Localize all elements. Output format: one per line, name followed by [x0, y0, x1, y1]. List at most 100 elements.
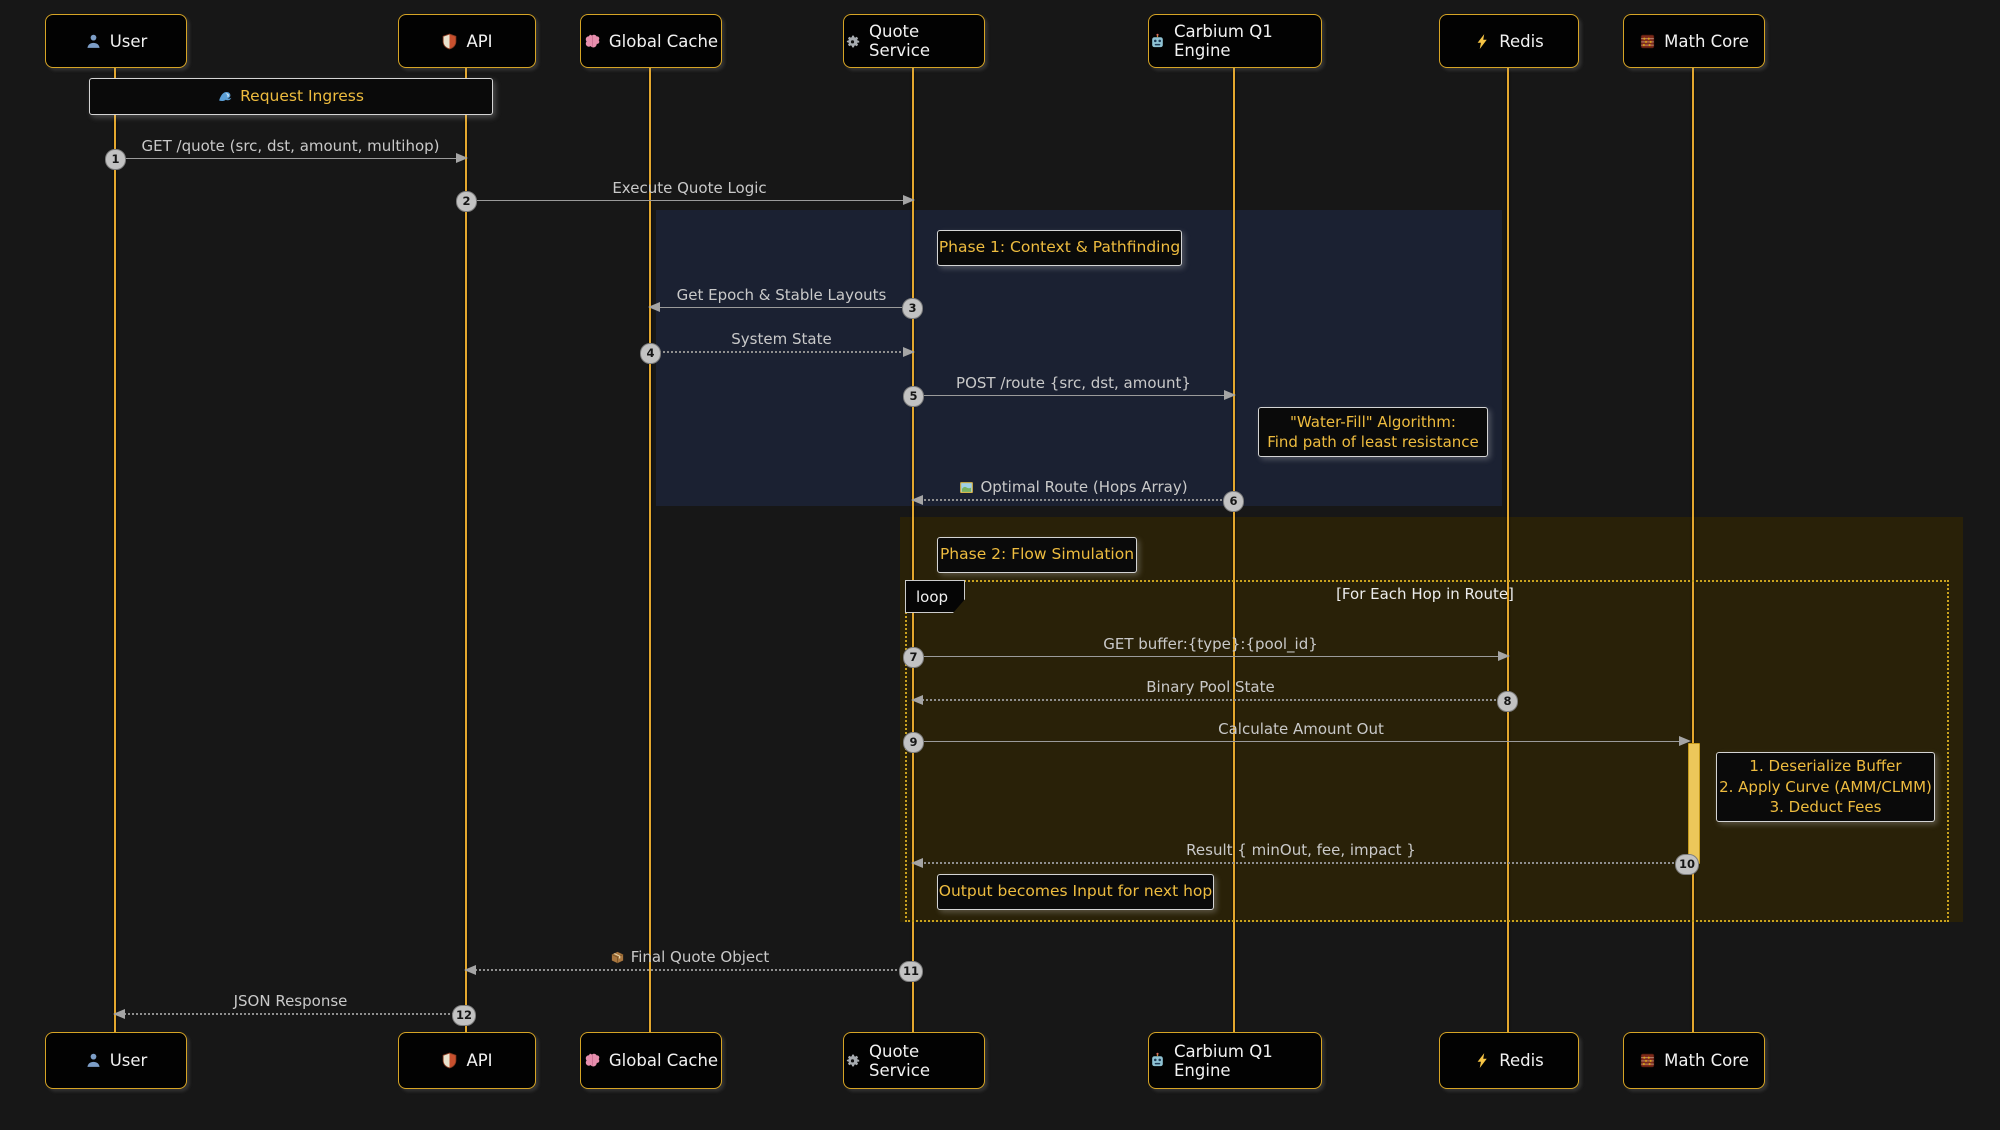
- message-arrow: 4: [640, 342, 915, 364]
- sequence-number: 2: [456, 190, 477, 212]
- map-icon: [959, 480, 974, 495]
- arrowhead-icon: [911, 857, 923, 868]
- message-arrow: 8: [911, 690, 1518, 712]
- message-arrow: 3: [648, 297, 923, 319]
- message-8-binary-pool-state: Binary Pool State 8: [911, 677, 1518, 712]
- participant-api-top: API: [398, 14, 536, 68]
- loop-frame: [905, 580, 1949, 922]
- sequence-number: 8: [1497, 690, 1518, 712]
- arrowhead-icon: [464, 964, 476, 975]
- message-arrow: 6: [911, 490, 1244, 512]
- message-4-system-state: System State 4: [640, 329, 915, 364]
- loop-label: loop: [915, 587, 949, 606]
- shield-icon: [441, 1052, 458, 1069]
- message-label: Execute Quote Logic: [612, 179, 767, 197]
- message-10-result: Result { minOut, fee, impact } 10: [911, 840, 1699, 875]
- lightning-icon: [1474, 1052, 1491, 1069]
- arrowhead-icon: [648, 301, 660, 312]
- message-arrow: 10: [911, 853, 1699, 875]
- gear-icon: [844, 33, 861, 50]
- participant-label: User: [109, 31, 148, 51]
- message-arrow: 7: [903, 646, 1510, 668]
- lifeline-redis: [1507, 68, 1509, 1032]
- participant-api-bottom: API: [398, 1032, 536, 1089]
- brain-icon: [584, 33, 601, 50]
- sequence-number: 4: [640, 342, 661, 364]
- user-icon: [85, 33, 102, 50]
- gear-icon: [844, 1052, 861, 1069]
- note-phase1: Phase 1: Context & Pathfinding: [937, 230, 1182, 266]
- participant-label: Quote Service: [869, 22, 930, 60]
- message-label: Result { minOut, fee, impact }: [1186, 841, 1416, 859]
- participant-redis-top: Redis: [1439, 14, 1579, 68]
- loop-title: [For Each Hop in Route]: [1336, 585, 1514, 603]
- sequence-number: 7: [903, 646, 924, 668]
- participant-label: Carbium Q1 Engine: [1174, 22, 1273, 60]
- message-2-execute-quote-logic: Execute Quote Logic 2: [456, 178, 915, 212]
- brain-icon: [584, 1052, 601, 1069]
- participant-label: Global Cache: [608, 31, 719, 51]
- message-arrow: 2: [456, 190, 915, 212]
- participant-math-core-bottom: Math Core: [1623, 1032, 1765, 1089]
- sequence-number: 10: [1674, 853, 1699, 875]
- robot-icon: [1149, 1052, 1166, 1069]
- arrowhead-icon: [903, 346, 915, 357]
- sequence-number: 5: [903, 385, 924, 407]
- participant-quote-service-top: Quote Service: [843, 14, 985, 68]
- lifeline-quote-service: [912, 68, 914, 1032]
- participant-math-core-top: Math Core: [1623, 14, 1765, 68]
- lifeline-math-core: [1692, 68, 1694, 1032]
- participant-label: Global Cache: [608, 1051, 719, 1070]
- arrowhead-icon: [456, 152, 468, 163]
- sequence-number: 12: [451, 1004, 476, 1026]
- message-12-json-response: JSON Response 12: [113, 991, 476, 1026]
- note-output-next-hop: Output becomes Input for next hop: [937, 874, 1214, 910]
- participant-label: Redis: [1499, 31, 1544, 51]
- participant-redis-bottom: Redis: [1439, 1032, 1579, 1089]
- loop-label-tab: loop: [905, 580, 965, 613]
- sequence-number: 11: [898, 960, 923, 982]
- robot-icon: [1149, 33, 1166, 50]
- wave-icon: [218, 89, 233, 104]
- participant-label: Quote Service: [869, 1041, 930, 1080]
- participant-label: Math Core: [1664, 1051, 1749, 1070]
- participant-label: API: [466, 31, 493, 51]
- message-6-optimal-route: Optimal Route (Hops Array) 6: [911, 477, 1244, 512]
- message-7-get-buffer: GET buffer:{type}:{pool_id} 7: [903, 634, 1510, 668]
- participant-label: API: [466, 1051, 493, 1070]
- lifeline-global-cache: [649, 68, 651, 1032]
- message-label: Calculate Amount Out: [1218, 720, 1384, 738]
- message-arrow: 12: [113, 1004, 476, 1026]
- sequence-number: 9: [903, 731, 924, 753]
- shield-icon: [441, 33, 458, 50]
- lifeline-user: [114, 68, 116, 1032]
- lifeline-carbium: [1233, 68, 1235, 1032]
- note-request-ingress: Request Ingress: [89, 78, 493, 115]
- participant-label: Carbium Q1 Engine: [1174, 1041, 1273, 1080]
- message-arrow: 5: [903, 385, 1236, 407]
- message-5-post-route: POST /route {src, dst, amount} 5: [903, 373, 1236, 407]
- lifeline-api: [465, 68, 467, 1032]
- activation-bar-math-core: [1688, 743, 1700, 864]
- message-label: Binary Pool State: [1146, 678, 1275, 696]
- abacus-icon: [1639, 1052, 1656, 1069]
- message-label: GET buffer:{type}:{pool_id}: [1103, 635, 1318, 653]
- arrowhead-icon: [1679, 735, 1691, 746]
- arrowhead-icon: [911, 694, 923, 705]
- participant-global-cache-bottom: Global Cache: [580, 1032, 722, 1089]
- participant-quote-service-bottom: Quote Service: [843, 1032, 985, 1089]
- participant-label: Redis: [1499, 1051, 1544, 1070]
- sequence-number: 6: [1223, 490, 1244, 512]
- participant-user-bottom: User: [45, 1032, 187, 1089]
- arrowhead-icon: [911, 494, 923, 505]
- lightning-icon: [1474, 33, 1491, 50]
- note-phase2: Phase 2: Flow Simulation: [937, 537, 1137, 573]
- message-label: Get Epoch & Stable Layouts: [676, 286, 887, 304]
- message-label: Optimal Route (Hops Array): [913, 477, 1234, 497]
- note-math-steps: 1. Deserialize Buffer 2. Apply Curve (AM…: [1716, 752, 1935, 822]
- message-arrow: 1: [105, 148, 468, 170]
- sequence-number: 1: [105, 148, 126, 170]
- participant-global-cache-top: Global Cache: [580, 14, 722, 68]
- participant-user-top: User: [45, 14, 187, 68]
